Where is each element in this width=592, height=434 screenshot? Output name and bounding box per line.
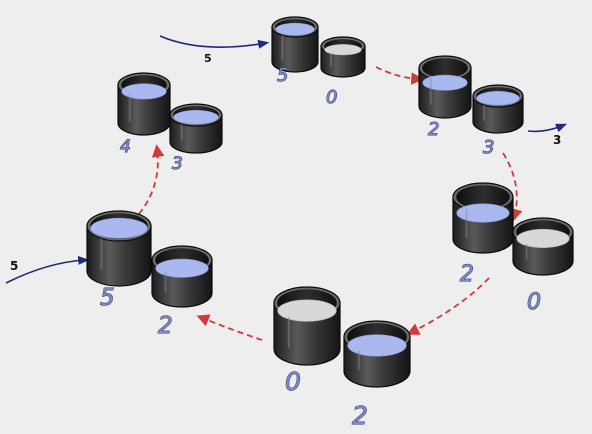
jug-state-s4: 02 bbox=[273, 286, 411, 431]
small-jug-amount-label: 0 bbox=[527, 290, 541, 315]
small-jug: 3 bbox=[472, 84, 524, 159]
water-surface bbox=[121, 83, 167, 100]
small-jug: 0 bbox=[512, 217, 574, 316]
flow-arrows: 5 3 5 bbox=[5, 35, 568, 284]
big-jug-amount-label: 4 bbox=[120, 137, 131, 157]
water-surface bbox=[476, 91, 520, 106]
jug-state-s3: 20 bbox=[452, 182, 574, 316]
water-surface bbox=[456, 203, 510, 223]
water-surface bbox=[90, 217, 148, 239]
small-jug-amount-label: 2 bbox=[158, 313, 173, 339]
big-jug-amount-label: 5 bbox=[277, 65, 288, 86]
small-jug: 3 bbox=[169, 103, 223, 175]
empty-jug-bottom bbox=[324, 44, 362, 56]
flow-label-fill-big-top: 5 bbox=[204, 52, 212, 65]
small-jug: 2 bbox=[151, 245, 213, 340]
step-arrow-s4-to-s5 bbox=[196, 314, 263, 341]
big-jug: 2 bbox=[418, 55, 472, 141]
big-jug-amount-label: 0 bbox=[285, 367, 301, 396]
jug-state-s2: 23 bbox=[418, 55, 524, 159]
water-surface bbox=[422, 74, 468, 91]
jug-body bbox=[271, 26, 319, 73]
step-arrow-s1-to-s2 bbox=[375, 66, 424, 85]
water-surface bbox=[155, 258, 209, 278]
big-jug: 5 bbox=[86, 210, 152, 312]
small-jug: 0 bbox=[320, 36, 366, 109]
water-surface bbox=[173, 110, 219, 125]
jug-state-s5: 52 bbox=[86, 210, 213, 340]
big-jug: 5 bbox=[271, 16, 319, 87]
jug-body bbox=[86, 225, 152, 287]
jug-opening bbox=[422, 58, 468, 78]
big-jug: 2 bbox=[452, 182, 514, 288]
empty-jug-bottom bbox=[277, 299, 337, 322]
big-jug: 0 bbox=[273, 286, 341, 397]
water-surface bbox=[347, 334, 407, 357]
small-jug: 2 bbox=[343, 320, 411, 431]
small-jug-amount-label: 0 bbox=[326, 87, 337, 108]
jug-opening bbox=[456, 185, 510, 209]
big-jug-amount-label: 2 bbox=[460, 262, 474, 287]
small-jug-amount-label: 3 bbox=[483, 137, 494, 158]
flow-label-fill-big-left: 5 bbox=[10, 259, 18, 273]
water-surface bbox=[275, 22, 315, 36]
big-jug-amount-label: 5 bbox=[100, 285, 115, 311]
small-jug-amount-label: 3 bbox=[172, 154, 183, 174]
big-jug: 4 bbox=[117, 72, 171, 158]
jug-state-s1: 50 bbox=[271, 16, 366, 109]
flow-arrow-fill-big-left bbox=[5, 255, 90, 284]
jug-state-s6: 43 bbox=[117, 72, 223, 175]
step-arrows bbox=[138, 66, 523, 341]
step-arrow-s5-to-s6 bbox=[138, 144, 165, 215]
small-jug-amount-label: 2 bbox=[352, 401, 368, 430]
step-arrow-s2-to-s3 bbox=[502, 152, 523, 222]
flow-arrow-empty-small bbox=[527, 123, 568, 133]
flow-label-empty-small: 3 bbox=[553, 133, 561, 147]
flow-arrow-fill-big-top bbox=[159, 35, 270, 49]
big-jug-amount-label: 2 bbox=[428, 119, 439, 140]
step-arrow-s3-to-s4 bbox=[406, 277, 490, 335]
empty-jug-bottom bbox=[516, 228, 570, 248]
